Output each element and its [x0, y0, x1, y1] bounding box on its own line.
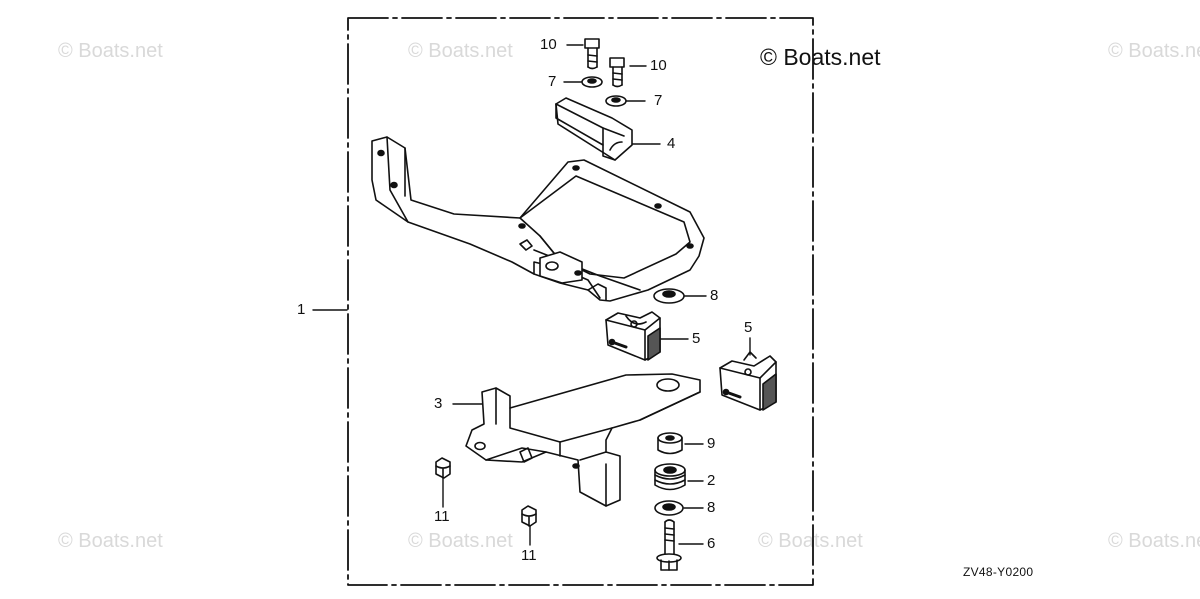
callout-11: 11 [434, 508, 450, 525]
main-bracket [371, 136, 705, 302]
collar-part-9 [657, 432, 683, 455]
callout-8: 8 [710, 287, 719, 304]
callout-1: 1 [297, 301, 306, 318]
callout-9: 9 [707, 435, 716, 452]
watermark: © Boats.net [408, 40, 513, 62]
watermark: © Boats.net [58, 530, 163, 552]
callout-4: 4 [667, 135, 676, 152]
callout-6: 6 [707, 535, 716, 552]
bushing-part-2 [654, 463, 686, 491]
callout-2: 2 [707, 472, 716, 489]
bolt-part-10 [584, 38, 600, 70]
watermark: © Boats.net [1108, 40, 1200, 62]
callout-11: 11 [521, 547, 537, 564]
leader-lines [312, 44, 751, 546]
watermark: © Boats.net [1108, 530, 1200, 552]
nut-part-11 [521, 505, 537, 527]
watermark: © Boats.net [408, 530, 513, 552]
callout-5: 5 [744, 319, 753, 336]
callout-7: 7 [548, 73, 557, 90]
lower-bracket-part-3 [465, 373, 701, 507]
flat-washer-part-8 [654, 500, 684, 516]
callout-8: 8 [707, 499, 716, 516]
rubber-mount-part-5 [719, 351, 777, 411]
callout-10: 10 [650, 57, 667, 74]
flat-washer-part-8 [653, 288, 685, 304]
washer-part-7 [605, 95, 627, 107]
bolt-part-10 [609, 57, 625, 88]
assembly-frame [347, 17, 814, 586]
flange-bolt-part-6 [656, 519, 682, 571]
callout-7: 7 [654, 92, 663, 109]
callout-3: 3 [434, 395, 443, 412]
watermark: © Boats.net [58, 40, 163, 62]
watermark: © Boats.net [758, 530, 863, 552]
nut-part-11 [435, 457, 451, 479]
rubber-mount-part-5 [605, 311, 661, 361]
washer-part-7 [581, 76, 603, 88]
callout-5: 5 [692, 330, 701, 347]
callout-10: 10 [540, 36, 557, 53]
clamp-plate-part-4 [555, 97, 633, 161]
diagram-code: ZV48-Y0200 [963, 565, 1034, 579]
copyright-watermark: © Boats.net [760, 44, 881, 70]
